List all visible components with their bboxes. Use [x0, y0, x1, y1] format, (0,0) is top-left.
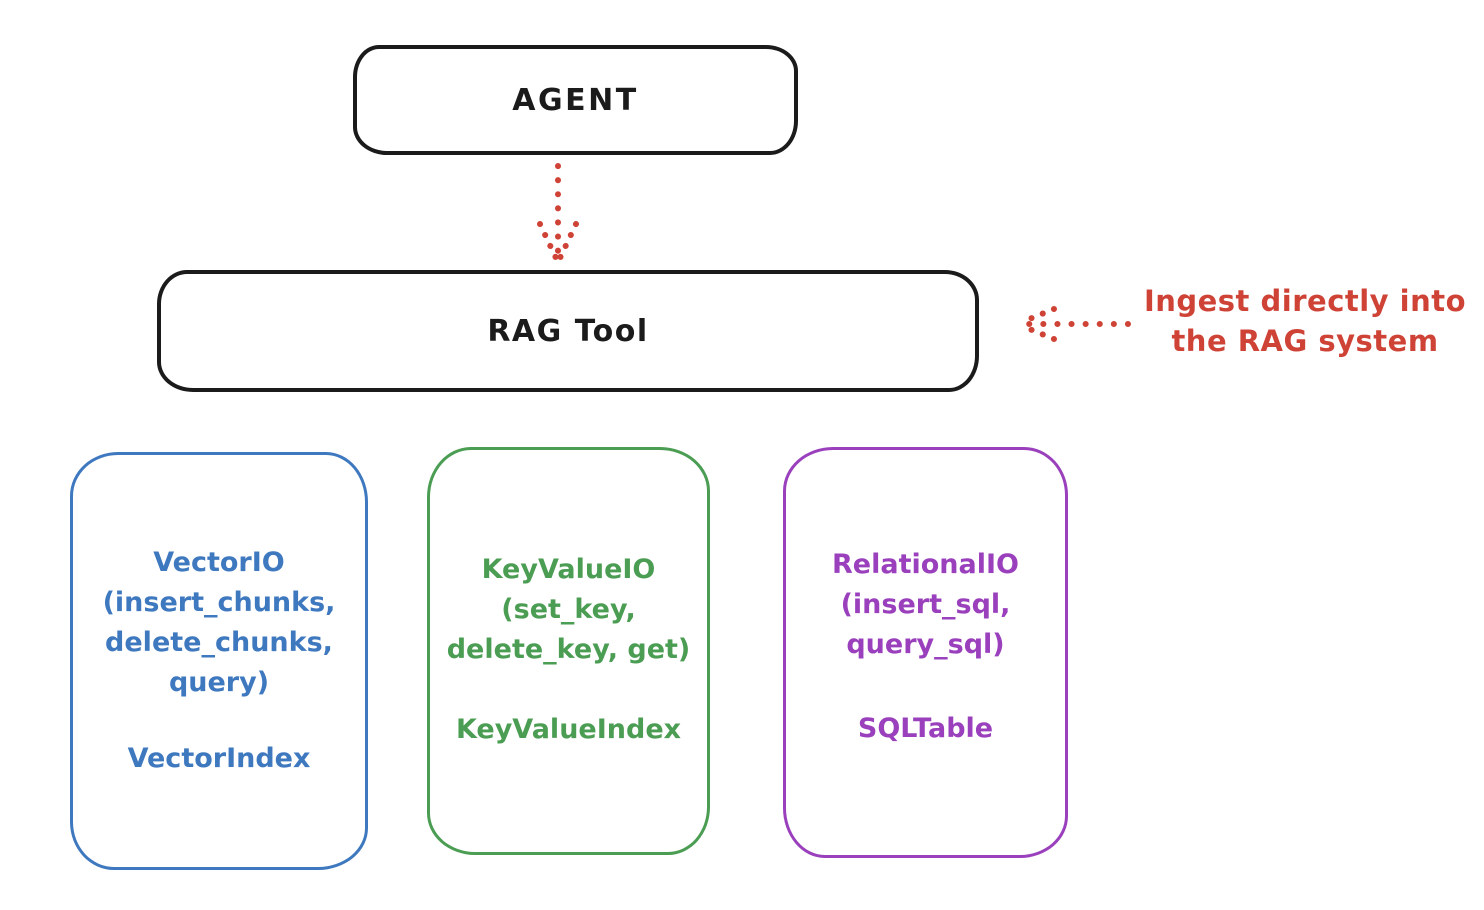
relational-io-line: (insert_sql, [840, 589, 1011, 620]
vector-index-label: VectorIndex [127, 743, 311, 774]
vector-io-line: query) [168, 667, 270, 698]
vector-io-line: delete_chunks, [105, 627, 333, 658]
relational-io-node: RelationalIO (insert_sql, query_sql) SQL… [783, 447, 1068, 858]
dotted-arrow-left-icon [1019, 306, 1131, 342]
vector-io-line: (insert_chunks, [102, 587, 336, 618]
key-value-io-node: KeyValueIO (set_key, delete_key, get) Ke… [427, 447, 710, 855]
vector-io-node: VectorIO (insert_chunks, delete_chunks, … [70, 452, 368, 870]
agent-node-label: AGENT [512, 82, 639, 118]
relational-io-line: RelationalIO [832, 549, 1019, 580]
rag-tool-node: RAG Tool [157, 270, 979, 392]
sql-table-label: SQLTable [857, 713, 994, 744]
agent-node: AGENT [353, 45, 798, 155]
rag-tool-node-label: RAG Tool [487, 313, 649, 349]
key-value-io-line: (set_key, [501, 594, 636, 625]
key-value-io-line: delete_key, get) [446, 634, 691, 665]
dotted-arrow-down-icon [537, 163, 579, 261]
ingest-annotation-line: Ingest directly into [1143, 284, 1467, 318]
vector-io-line: VectorIO [153, 547, 285, 578]
ingest-annotation-line: the RAG system [1171, 324, 1439, 358]
key-value-io-line: KeyValueIO [481, 554, 656, 585]
ingest-annotation: Ingest directly into the RAG system [1135, 281, 1475, 361]
key-value-index-label: KeyValueIndex [455, 714, 682, 745]
relational-io-line: query_sql) [846, 629, 1005, 660]
